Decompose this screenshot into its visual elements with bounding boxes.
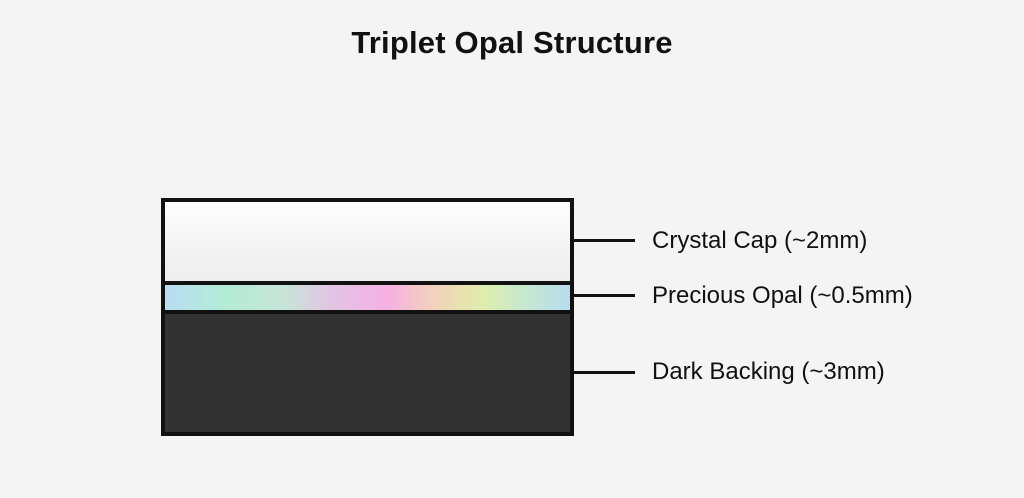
- diagram-title: Triplet Opal Structure: [351, 25, 673, 60]
- leader-line-crystal-cap: [574, 239, 635, 242]
- label-precious-opal: Precious Opal (~0.5mm): [652, 282, 913, 309]
- layer-crystal-cap: [165, 202, 570, 285]
- layer-dark-backing: [165, 310, 570, 432]
- label-dark-backing: Dark Backing (~3mm): [652, 358, 885, 385]
- label-crystal-cap: Crystal Cap (~2mm): [652, 227, 868, 254]
- leader-line-precious-opal: [574, 294, 635, 297]
- layer-precious-opal: [165, 285, 570, 310]
- leader-line-dark-backing: [574, 371, 635, 374]
- opal-stack-diagram: [161, 198, 574, 436]
